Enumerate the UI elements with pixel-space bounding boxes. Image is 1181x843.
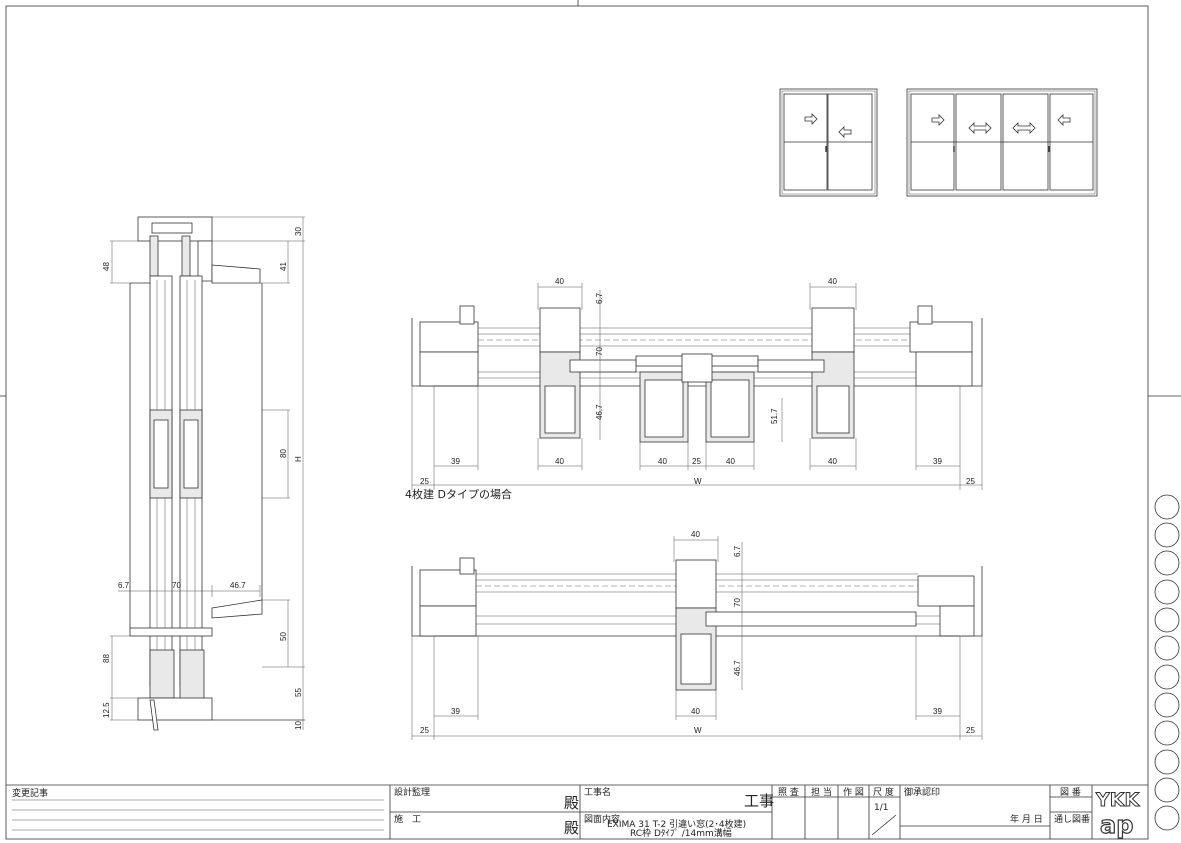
- dim-p4-top-40-b: 40: [828, 277, 837, 286]
- dim-vs-10: 10: [294, 721, 303, 730]
- dim-p2-40: 40: [691, 707, 700, 716]
- dim-p4-51-7: 51.7: [770, 408, 779, 424]
- drawing-content-line2: RC枠 Dﾀｲﾌﾟ /14mm溝幅: [630, 827, 732, 839]
- dim-vs-88: 88: [102, 654, 111, 663]
- caption-4-panel: 4枚建 Dタイプの場合: [405, 487, 512, 501]
- dim-p2-39-right: 39: [933, 707, 942, 716]
- project-name-label: 工事名: [584, 786, 611, 798]
- dim-p4-40-a: 40: [555, 457, 564, 466]
- plan-2-panel-dimension-labels: 40 6.7 70 46.7 25 39 40 39 25 W: [420, 530, 975, 735]
- dim-p4-39-right: 39: [933, 457, 942, 466]
- project-suffix: 工事: [744, 792, 774, 810]
- vertical-section-dimension-labels: 30 48 41 80 H 6.7 70 46.7 50 88 55 12.5 …: [102, 227, 303, 730]
- change-record-label: 変更記事: [12, 787, 48, 799]
- title-block-text: 変更記事 設計監理 施 工 殿 殿 工事名 工事 図面内容 EXIMA 31 T…: [12, 786, 1090, 839]
- honorific-construction: 殿: [564, 819, 579, 837]
- dim-p4-6-7: 6.7: [595, 292, 604, 304]
- dim-vs-50: 50: [279, 632, 288, 641]
- dim-vs-6-7: 6.7: [118, 581, 130, 590]
- plan-section-2-panel: [411, 536, 983, 740]
- dim-vs-30: 30: [294, 227, 303, 236]
- elevation-4-panel: [906, 88, 1098, 197]
- plan-4-panel-dimension-labels: 40 40 6.7 70 46.7 51.7 25 39 40 40 25 40…: [405, 277, 975, 501]
- dim-vs-h: H: [294, 456, 303, 462]
- dim-vs-48: 48: [102, 262, 111, 271]
- plan-section-4-panel: [411, 283, 983, 490]
- dim-vs-41: 41: [279, 262, 288, 271]
- approval-label: 御承認印: [904, 786, 940, 798]
- dim-p2-46-7: 46.7: [733, 660, 742, 676]
- svg-text:YKK: YKK: [1095, 789, 1140, 811]
- dim-p2-w: W: [694, 726, 702, 735]
- svg-text:ap: ap: [1100, 811, 1133, 839]
- dim-p2-25-right: 25: [966, 726, 975, 735]
- title-block: [6, 784, 1148, 839]
- dim-p2-25-left: 25: [420, 726, 429, 735]
- dim-p4-39-left: 39: [451, 457, 460, 466]
- dim-p2-70: 70: [733, 598, 742, 607]
- dim-vs-55: 55: [294, 688, 303, 697]
- vertical-section: [110, 216, 305, 731]
- dim-p4-40-b: 40: [658, 457, 667, 466]
- check-label: 照 査: [778, 786, 799, 798]
- construction-label: 施 工: [394, 813, 421, 825]
- dim-p4-40-c: 40: [726, 457, 735, 466]
- dim-p4-46-7: 46.7: [595, 404, 604, 420]
- dim-vs-46-7: 46.7: [230, 581, 246, 590]
- honorific-design: 殿: [564, 794, 579, 812]
- drawn-label: 作 図: [843, 786, 864, 798]
- dim-p2-6-7: 6.7: [733, 545, 742, 557]
- dim-p4-25-mid: 25: [692, 457, 701, 466]
- design-supervision-label: 設計監理: [394, 786, 430, 798]
- ykk-ap-logo: YKK ap: [1094, 786, 1147, 840]
- dim-p4-25-right: 25: [966, 477, 975, 486]
- date-label: 年 月 日: [1010, 813, 1043, 825]
- margin-circles: [1154, 494, 1180, 831]
- dim-p4-25-left: 25: [420, 477, 429, 486]
- scale-label: 尺 度: [873, 786, 894, 798]
- drawing-content-label: 図面内容: [584, 813, 620, 825]
- dim-vs-70: 70: [172, 581, 181, 590]
- dim-vs-80: 80: [279, 449, 288, 458]
- scale-value: 1/1: [874, 803, 888, 813]
- dim-p4-w: W: [694, 477, 702, 486]
- elevation-2-panel: [779, 88, 878, 197]
- dim-p2-39-left: 39: [451, 707, 460, 716]
- dim-p4-70: 70: [595, 347, 604, 356]
- dim-p2-top-40: 40: [691, 530, 700, 539]
- dim-p4-top-40-a: 40: [555, 277, 564, 286]
- dim-vs-12-5: 12.5: [102, 702, 111, 718]
- dim-p4-40-d: 40: [828, 457, 837, 466]
- serial-number-label: 通し図番: [1054, 813, 1090, 825]
- charge-label: 担 当: [811, 786, 832, 798]
- drawing-content-line1: EXIMA 31 T-2 引違い窓(2･4枚建): [607, 818, 746, 830]
- drawing-number-label: 図 番: [1060, 786, 1081, 798]
